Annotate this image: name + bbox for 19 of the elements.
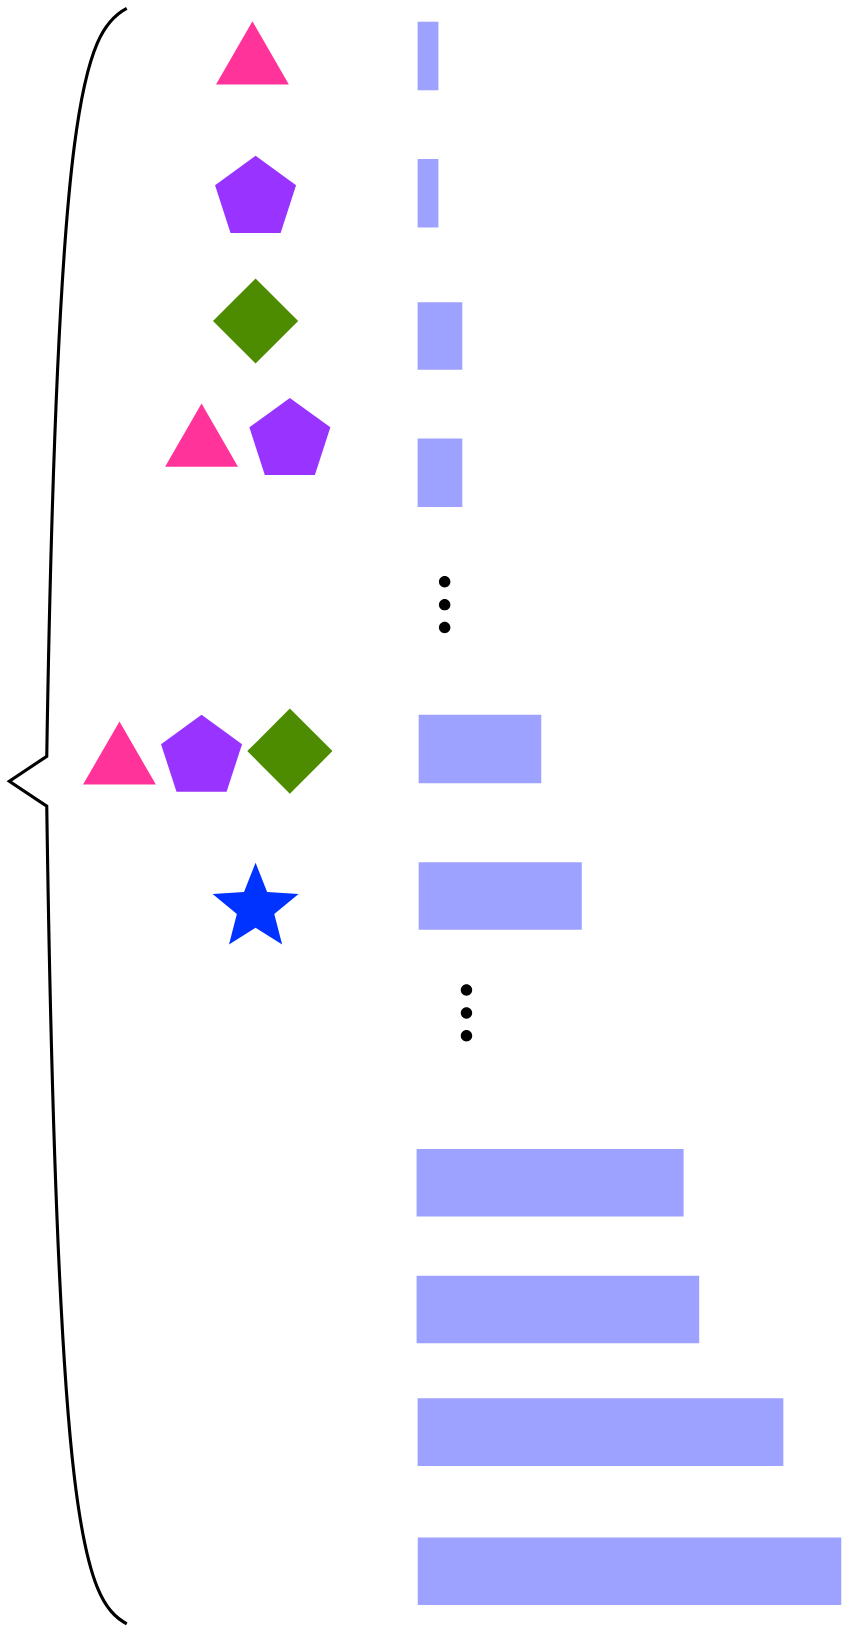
bar xyxy=(417,158,439,228)
star xyxy=(212,862,299,945)
triangle xyxy=(165,403,239,467)
bar xyxy=(416,1275,700,1344)
bar xyxy=(418,714,542,784)
diamond xyxy=(213,278,299,364)
pentagon xyxy=(249,397,331,475)
triangle xyxy=(83,721,157,785)
triangle xyxy=(216,21,290,85)
bar xyxy=(417,302,463,370)
bar xyxy=(416,1149,684,1217)
pentagon xyxy=(215,155,297,233)
bar xyxy=(417,21,439,91)
pentagon xyxy=(161,714,243,792)
bar xyxy=(417,1398,784,1466)
bar xyxy=(418,862,583,930)
bar xyxy=(417,438,463,507)
bar xyxy=(417,1537,842,1606)
diamond xyxy=(247,708,333,794)
